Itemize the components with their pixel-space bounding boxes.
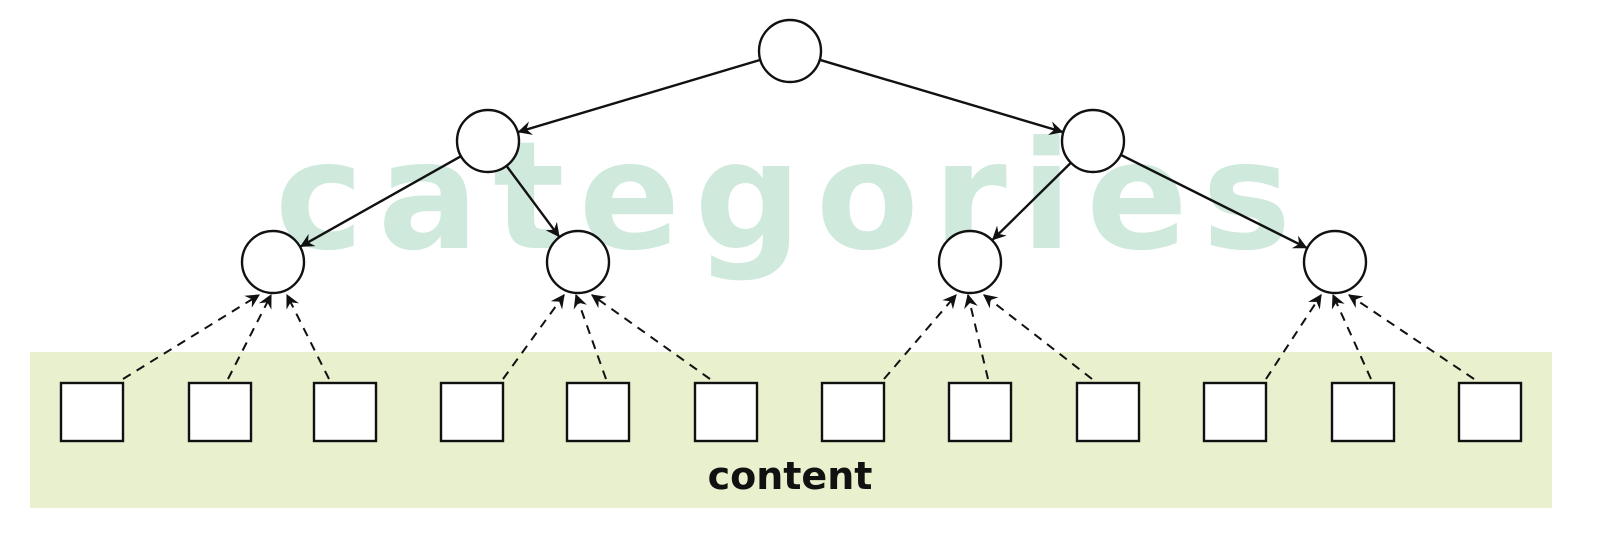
content-link	[883, 294, 957, 380]
category-node	[1302, 229, 1368, 295]
content-item-box	[947, 381, 1013, 443]
content-item-box	[312, 381, 378, 443]
category-node	[545, 229, 611, 295]
category-nodes	[240, 18, 1368, 295]
content-link	[964, 293, 989, 380]
content-links	[122, 293, 1475, 380]
content-link	[591, 294, 711, 380]
content-band	[30, 352, 1552, 508]
content-item-box	[565, 381, 631, 443]
content-link	[983, 294, 1093, 380]
category-node	[757, 18, 823, 84]
category-edge	[299, 155, 462, 248]
content-item-box	[1457, 381, 1523, 443]
content-item-box	[187, 381, 253, 443]
category-node	[455, 108, 521, 174]
category-node	[240, 229, 306, 295]
categories-watermark: categories	[275, 110, 1305, 284]
content-items	[59, 381, 1523, 443]
category-edge	[505, 165, 560, 238]
category-edges	[299, 58, 1308, 249]
content-link	[502, 294, 565, 380]
content-link	[1265, 294, 1322, 380]
content-item-box	[693, 381, 759, 443]
category-edge	[819, 58, 1064, 135]
content-link	[122, 294, 260, 380]
content-item-box	[1202, 381, 1268, 443]
category-edge	[1120, 153, 1308, 249]
content-item-box	[1330, 381, 1396, 443]
category-edge	[517, 58, 761, 135]
category-node	[1060, 108, 1126, 174]
category-node	[937, 229, 1003, 295]
content-item-box	[439, 381, 505, 443]
content-item-box	[820, 381, 886, 443]
category-edge	[991, 161, 1072, 241]
content-item-box	[59, 381, 125, 443]
content-item-box	[1075, 381, 1141, 443]
content-label: content	[708, 454, 873, 498]
